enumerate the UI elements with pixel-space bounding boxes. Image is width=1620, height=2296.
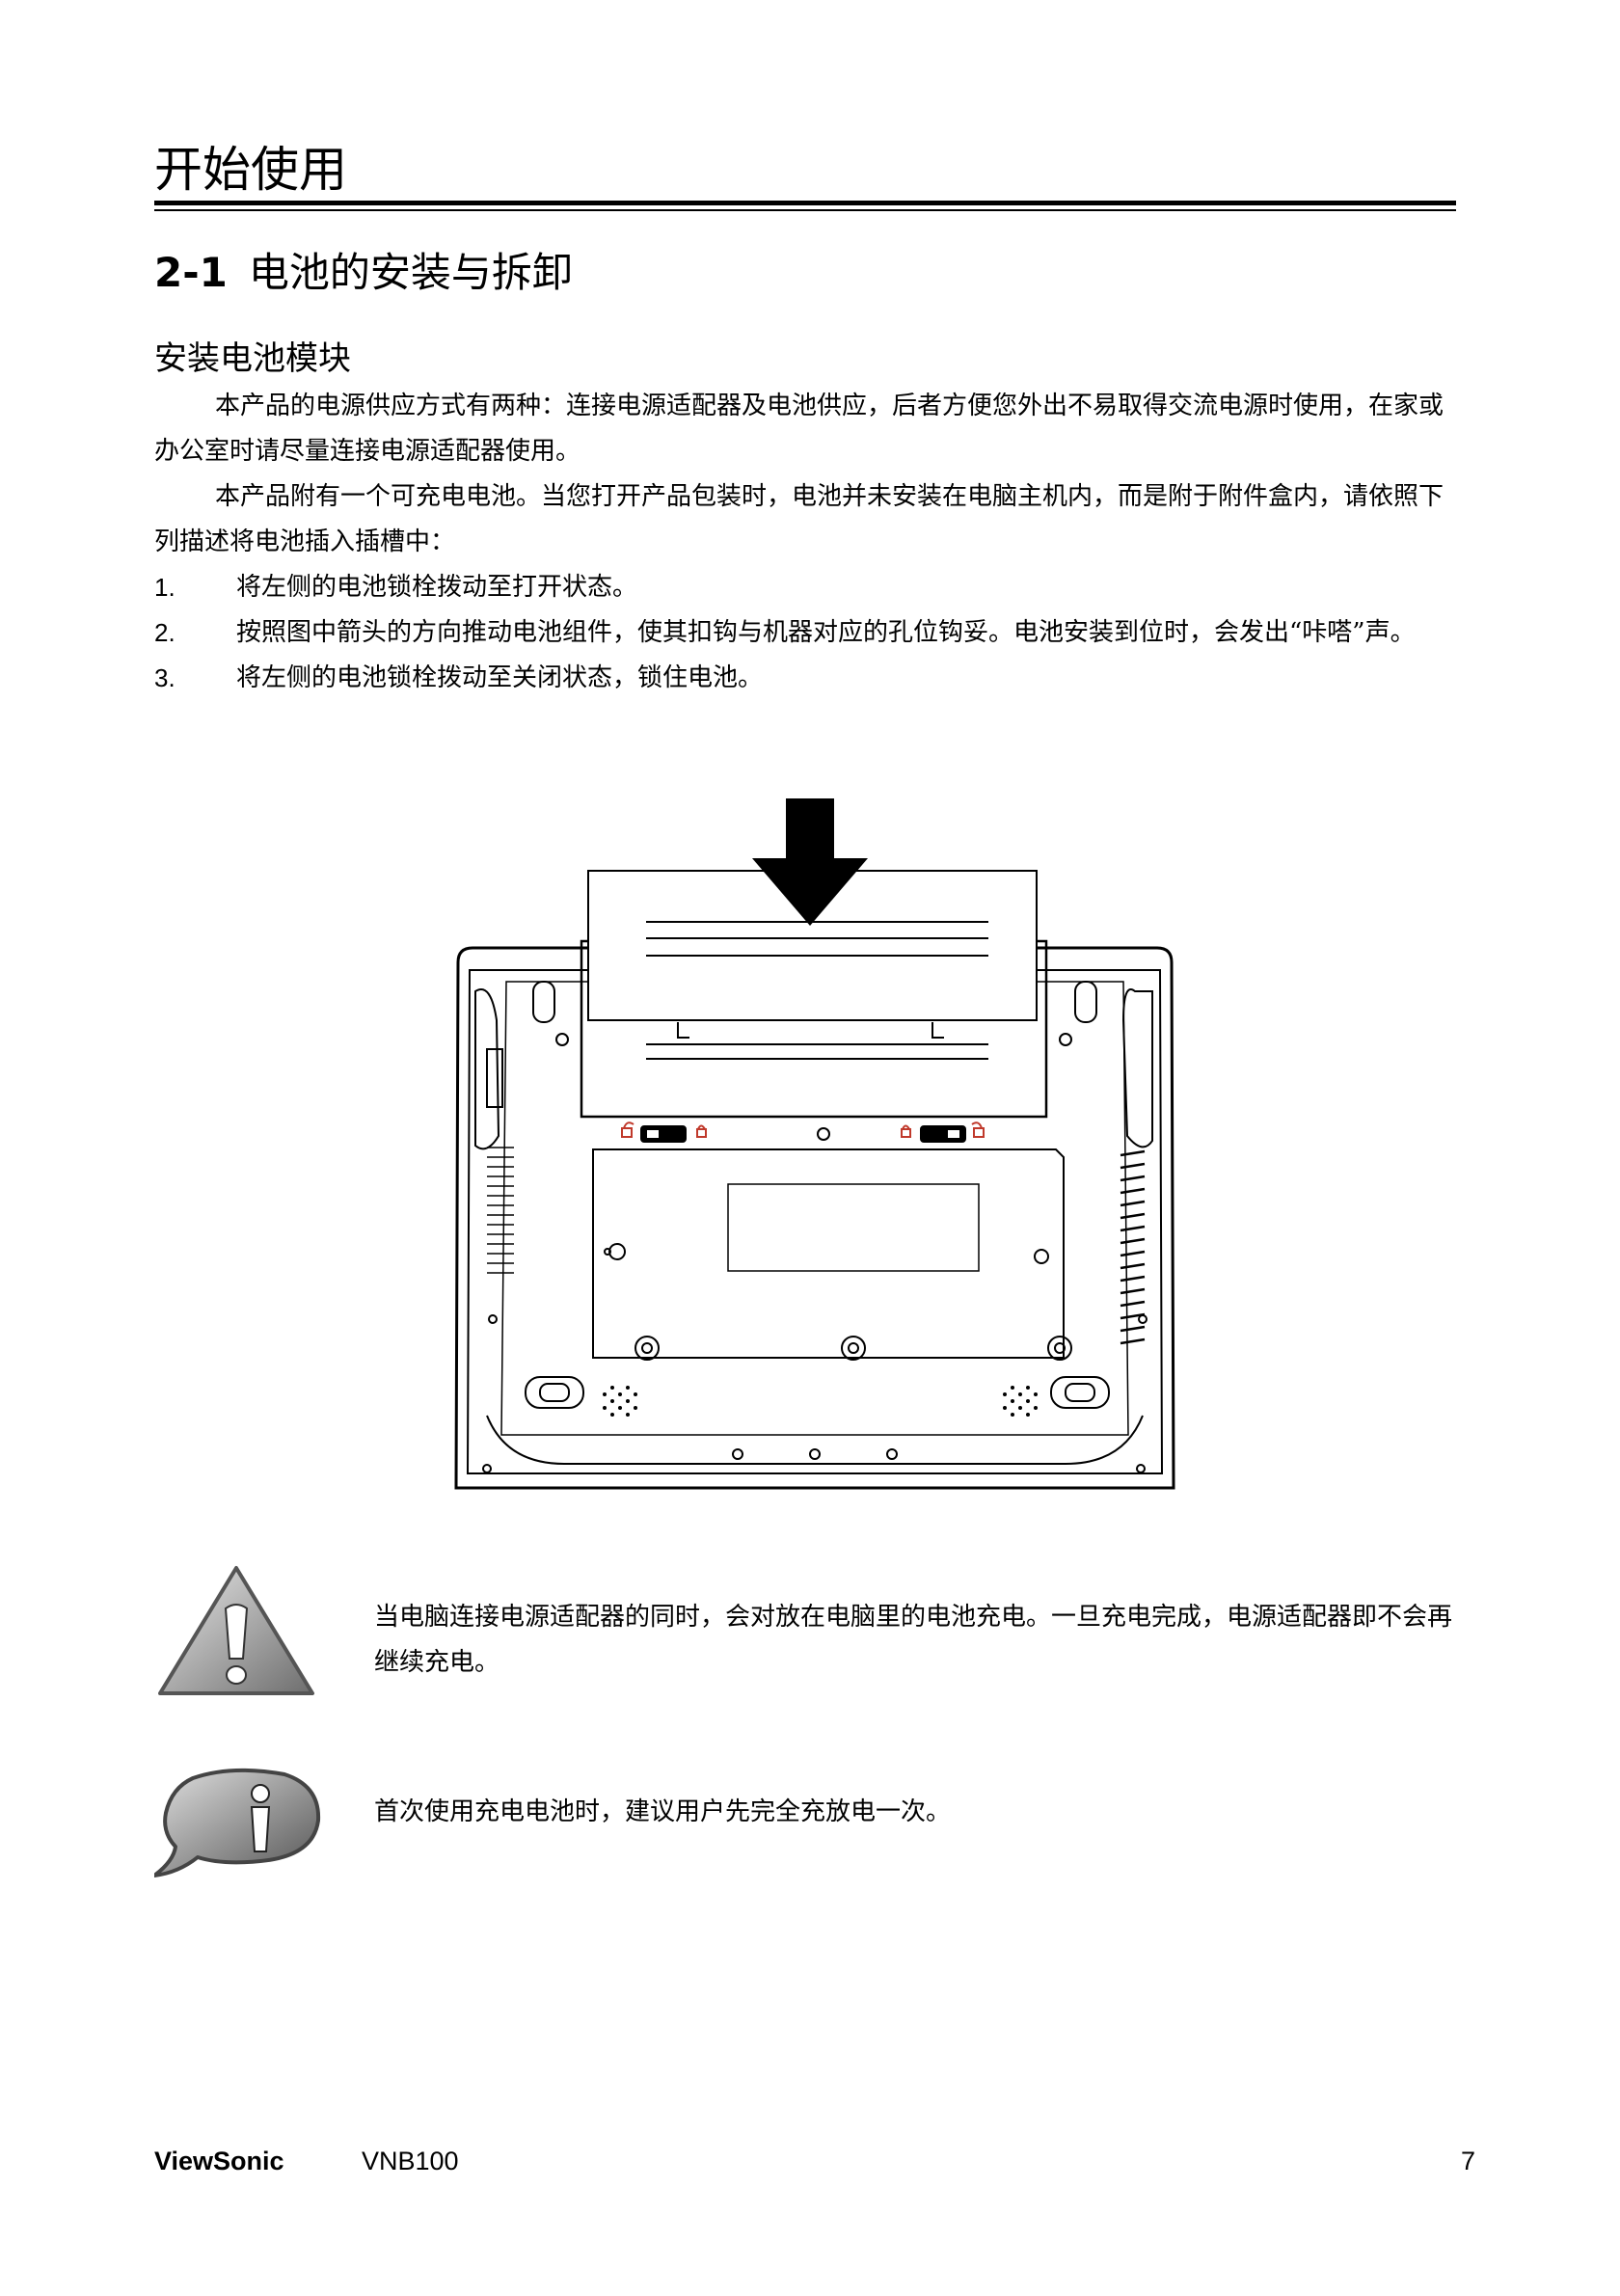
step-item: 2. 按照图中箭头的方向推动电池组件，使其扣钩与机器对应的孔位钩妥。电池安装到位时… xyxy=(154,610,1456,656)
section-title-text: 电池的安装与拆卸 xyxy=(248,249,573,296)
warning-note-text: 当电脑连接电源适配器的同时，会对放在电脑里的电池充电。一旦充电完成，电源适配器即… xyxy=(374,1603,1453,1677)
info-note: 首次使用充电电池时，建议用户先完全充放电一次。 xyxy=(154,1765,1475,1890)
step-number: 2. xyxy=(154,618,176,647)
paragraph: 本产品附有一个可充电电池。当您打开产品包装时，电池并未安装在电脑主机内，而是附于… xyxy=(154,482,1444,556)
battery-installation-diagram xyxy=(448,798,1181,1502)
warning-triangle-icon xyxy=(158,1566,314,1695)
push-arrow-icon xyxy=(752,798,868,926)
page-number: 7 xyxy=(1460,2147,1475,2175)
subsection-title: 安装电池模块 xyxy=(154,339,351,378)
step-text: 按照图中箭头的方向推动电池组件，使其扣钩与机器对应的孔位钩妥。电池安装到位时，会… xyxy=(236,618,1416,647)
step-number: 1. xyxy=(154,573,176,602)
paragraph: 本产品的电源供应方式有两种：连接电源适配器及电池供应，后者方便您外出不易取得交流… xyxy=(154,392,1444,466)
chapter-rule-thick xyxy=(154,201,1456,205)
install-steps: 1. 将左侧的电池锁栓拨动至打开状态。 2. 按照图中箭头的方向推动电池组件，使其扣… xyxy=(154,565,1456,701)
chapter-rule-thin xyxy=(154,209,1456,211)
chapter-title: 开始使用 xyxy=(154,142,347,198)
step-number: 3. xyxy=(154,663,176,692)
chapter-header: 开始使用 xyxy=(154,143,1456,211)
step-item: 3. 将左侧的电池锁栓拨动至关闭状态，锁住电池。 xyxy=(154,656,1456,701)
info-note-text: 首次使用充电电池时，建议用户先完全充放电一次。 xyxy=(374,1797,952,1826)
step-item: 1. 将左侧的电池锁栓拨动至打开状态。 xyxy=(154,565,1456,610)
step-text: 将左侧的电池锁栓拨动至关闭状态，锁住电池。 xyxy=(236,663,764,692)
page-footer: ViewSonic VNB100 7 xyxy=(154,2147,1475,2185)
section-title: 2-1 电池的安装与拆卸 xyxy=(154,246,573,300)
laptop-bottom-illustration xyxy=(454,798,1175,1490)
section-number: 2-1 xyxy=(154,249,228,296)
step-text: 将左侧的电池锁栓拨动至打开状态。 xyxy=(236,573,638,602)
info-speech-bubble-icon xyxy=(154,1768,321,1877)
body-text: 本产品的电源供应方式有两种：连接电源适配器及电池供应，后者方便您外出不易取得交流… xyxy=(154,384,1456,701)
footer-brand: ViewSonic xyxy=(154,2147,284,2175)
warning-note: 当电脑连接电源适配器的同时，会对放在电脑里的电池充电。一旦充电完成，电源适配器即… xyxy=(154,1562,1475,1707)
footer-model: VNB100 xyxy=(362,2147,459,2175)
